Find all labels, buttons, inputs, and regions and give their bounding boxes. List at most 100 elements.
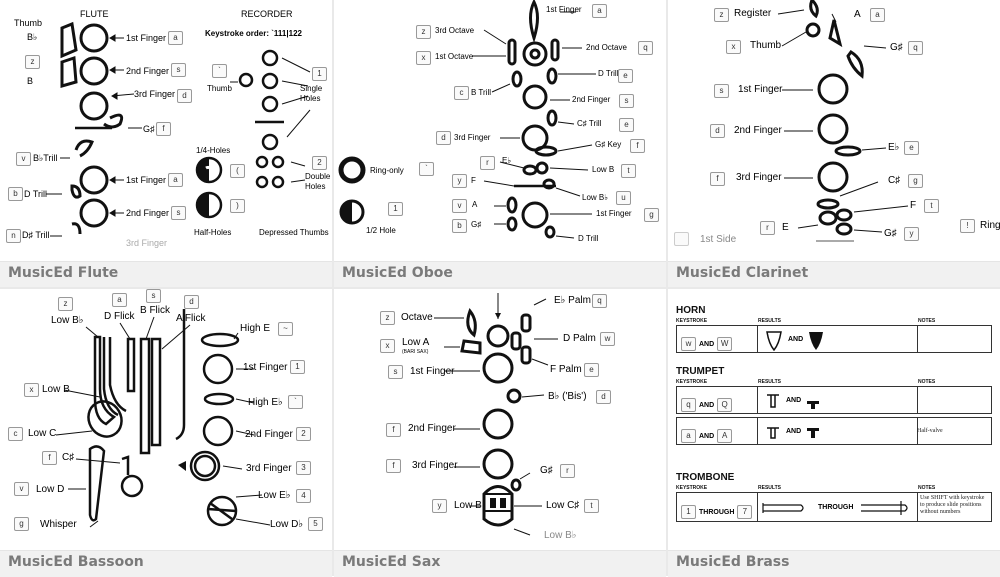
oboe-key-g[interactable]: g bbox=[644, 208, 659, 222]
trumpet-key-a[interactable]: a bbox=[681, 429, 696, 443]
trumpet-key-q[interactable]: q bbox=[681, 398, 696, 412]
oboe-key-q[interactable]: q bbox=[638, 41, 653, 55]
clarinet-key-excl[interactable]: ! bbox=[960, 219, 975, 233]
key-paren-left[interactable]: ( bbox=[230, 164, 245, 178]
oboe-key-c[interactable]: c bbox=[454, 86, 469, 100]
panel-clarinet[interactable]: z Register A a x Thumb G♯ q s 1st Finger… bbox=[668, 0, 1000, 288]
key-1[interactable]: 1 bbox=[312, 67, 327, 81]
bassoon-key-5[interactable]: 5 bbox=[308, 517, 323, 531]
bassoon-key-a[interactable]: a bbox=[112, 293, 127, 307]
key-s[interactable]: s bbox=[171, 63, 186, 77]
sax-key-d[interactable]: d bbox=[596, 390, 611, 404]
oboe-half-hole bbox=[522, 41, 548, 67]
bassoon-key-2[interactable]: 2 bbox=[296, 427, 311, 441]
clarinet-key-a[interactable]: a bbox=[870, 8, 885, 22]
oboe-key-v[interactable]: v bbox=[452, 199, 467, 213]
key-a[interactable]: a bbox=[168, 31, 183, 45]
oboe-key-tick[interactable]: ` bbox=[419, 162, 434, 176]
bassoon-first-label: 1st Finger bbox=[243, 362, 288, 373]
oboe-key-e[interactable]: e bbox=[618, 69, 633, 83]
key-d[interactable]: d bbox=[177, 89, 192, 103]
bassoon-key-4[interactable]: 4 bbox=[296, 489, 311, 503]
bassoon-key-tilde[interactable]: ~ bbox=[278, 322, 293, 336]
oboe-key-a[interactable]: a bbox=[592, 4, 607, 18]
oboe-key-y[interactable]: y bbox=[452, 174, 467, 188]
sax-key-s[interactable]: s bbox=[388, 365, 403, 379]
oboe-d-trill-2-label: D Trill bbox=[578, 234, 599, 243]
sax-key-r[interactable]: r bbox=[560, 464, 575, 478]
flute-key-2 bbox=[79, 56, 109, 86]
panel-bassoon[interactable]: z Low B♭ a D Flick s B Flick d A Flick H… bbox=[0, 289, 332, 577]
sax-key-f-2[interactable]: f bbox=[386, 459, 401, 473]
trumpet-key-Q[interactable]: Q bbox=[717, 398, 733, 412]
horn-key-2[interactable]: W bbox=[717, 337, 733, 351]
oboe-key-z[interactable]: z bbox=[416, 25, 431, 39]
oboe-key-e-2[interactable]: e bbox=[619, 118, 634, 132]
clarinet-key-y[interactable]: y bbox=[904, 227, 919, 241]
oboe-key-t[interactable]: t bbox=[621, 164, 636, 178]
clarinet-key-f[interactable]: f bbox=[710, 172, 725, 186]
clarinet-key-d[interactable]: d bbox=[710, 124, 725, 138]
bassoon-key-1[interactable]: 1 bbox=[290, 360, 305, 374]
key-z[interactable]: z bbox=[25, 55, 40, 69]
clarinet-key-g[interactable]: g bbox=[908, 174, 923, 188]
panel-flute[interactable]: FLUTE RECORDER Keystroke order: `111|122… bbox=[0, 0, 332, 288]
sax-key-q[interactable]: q bbox=[592, 294, 607, 308]
oboe-key-r[interactable]: r bbox=[480, 156, 495, 170]
key-s-2[interactable]: s bbox=[171, 206, 186, 220]
key-tick[interactable]: ` bbox=[212, 64, 227, 78]
clarinet-key-q[interactable]: q bbox=[908, 41, 923, 55]
sax-key-w[interactable]: w bbox=[600, 332, 615, 346]
key-paren-right[interactable]: ) bbox=[230, 199, 245, 213]
sax-key-e[interactable]: e bbox=[584, 363, 599, 377]
flute-diagram bbox=[46, 21, 311, 237]
sax-key-x[interactable]: x bbox=[380, 339, 395, 353]
clarinet-key-c[interactable] bbox=[674, 232, 689, 246]
clarinet-key-z[interactable]: z bbox=[714, 8, 729, 22]
bassoon-key-v[interactable]: v bbox=[14, 482, 29, 496]
single-holes-label: Single Holes bbox=[300, 84, 323, 103]
key-a-2[interactable]: a bbox=[168, 173, 183, 187]
oboe-key-s[interactable]: s bbox=[619, 94, 634, 108]
clarinet-key-s[interactable]: s bbox=[714, 84, 729, 98]
key-f[interactable]: f bbox=[156, 122, 171, 136]
recorder-double-2b bbox=[271, 175, 285, 189]
bassoon-key-c[interactable]: c bbox=[8, 427, 23, 441]
clarinet-register-key bbox=[809, 0, 819, 19]
oboe-key-b[interactable]: b bbox=[452, 219, 467, 233]
oboe-key-d[interactable]: d bbox=[436, 131, 451, 145]
clarinet-key-x[interactable]: x bbox=[726, 40, 741, 54]
key-2[interactable]: 2 bbox=[312, 156, 327, 170]
oboe-key-f[interactable]: f bbox=[630, 139, 645, 153]
bassoon-key-f[interactable]: f bbox=[42, 451, 57, 465]
bassoon-key-d[interactable]: d bbox=[184, 295, 199, 309]
bassoon-key-z[interactable]: z bbox=[58, 297, 73, 311]
trumpet-key-A[interactable]: A bbox=[717, 429, 733, 443]
bassoon-key-tick[interactable]: ` bbox=[288, 395, 303, 409]
panel-sax[interactable]: z Octave E♭ Palm q x Low A (BARI SAX) D … bbox=[334, 289, 666, 577]
clarinet-register-label: Register bbox=[734, 8, 772, 19]
sax-key-f[interactable]: f bbox=[386, 423, 401, 437]
trombone-key-1[interactable]: 1 bbox=[681, 505, 696, 519]
bassoon-key-3[interactable]: 3 bbox=[296, 461, 311, 475]
key-b[interactable]: b bbox=[8, 187, 23, 201]
trombone-key-7[interactable]: 7 bbox=[737, 505, 753, 519]
panel-oboe[interactable]: 1st Finger a z 3rd Octave x 1st Octave 2… bbox=[334, 0, 666, 288]
clarinet-key-r[interactable]: r bbox=[760, 221, 775, 235]
sax-key-2 bbox=[482, 408, 514, 440]
key-v[interactable]: v bbox=[16, 152, 31, 166]
bassoon-key-x[interactable]: x bbox=[24, 383, 39, 397]
horn-key-1[interactable]: w bbox=[681, 337, 696, 351]
bassoon-key-g[interactable]: g bbox=[14, 517, 29, 531]
oboe-key-u[interactable]: u bbox=[616, 191, 631, 205]
bassoon-key-s[interactable]: s bbox=[146, 289, 161, 303]
clarinet-key-t[interactable]: t bbox=[924, 199, 939, 213]
sax-key-t[interactable]: t bbox=[584, 499, 599, 513]
sax-key-y[interactable]: y bbox=[432, 499, 447, 513]
oboe-key-1[interactable]: 1 bbox=[388, 202, 403, 216]
clarinet-key-e[interactable]: e bbox=[904, 141, 919, 155]
sax-key-z[interactable]: z bbox=[380, 311, 395, 325]
oboe-key-x[interactable]: x bbox=[416, 51, 431, 65]
key-n[interactable]: n bbox=[6, 229, 21, 243]
